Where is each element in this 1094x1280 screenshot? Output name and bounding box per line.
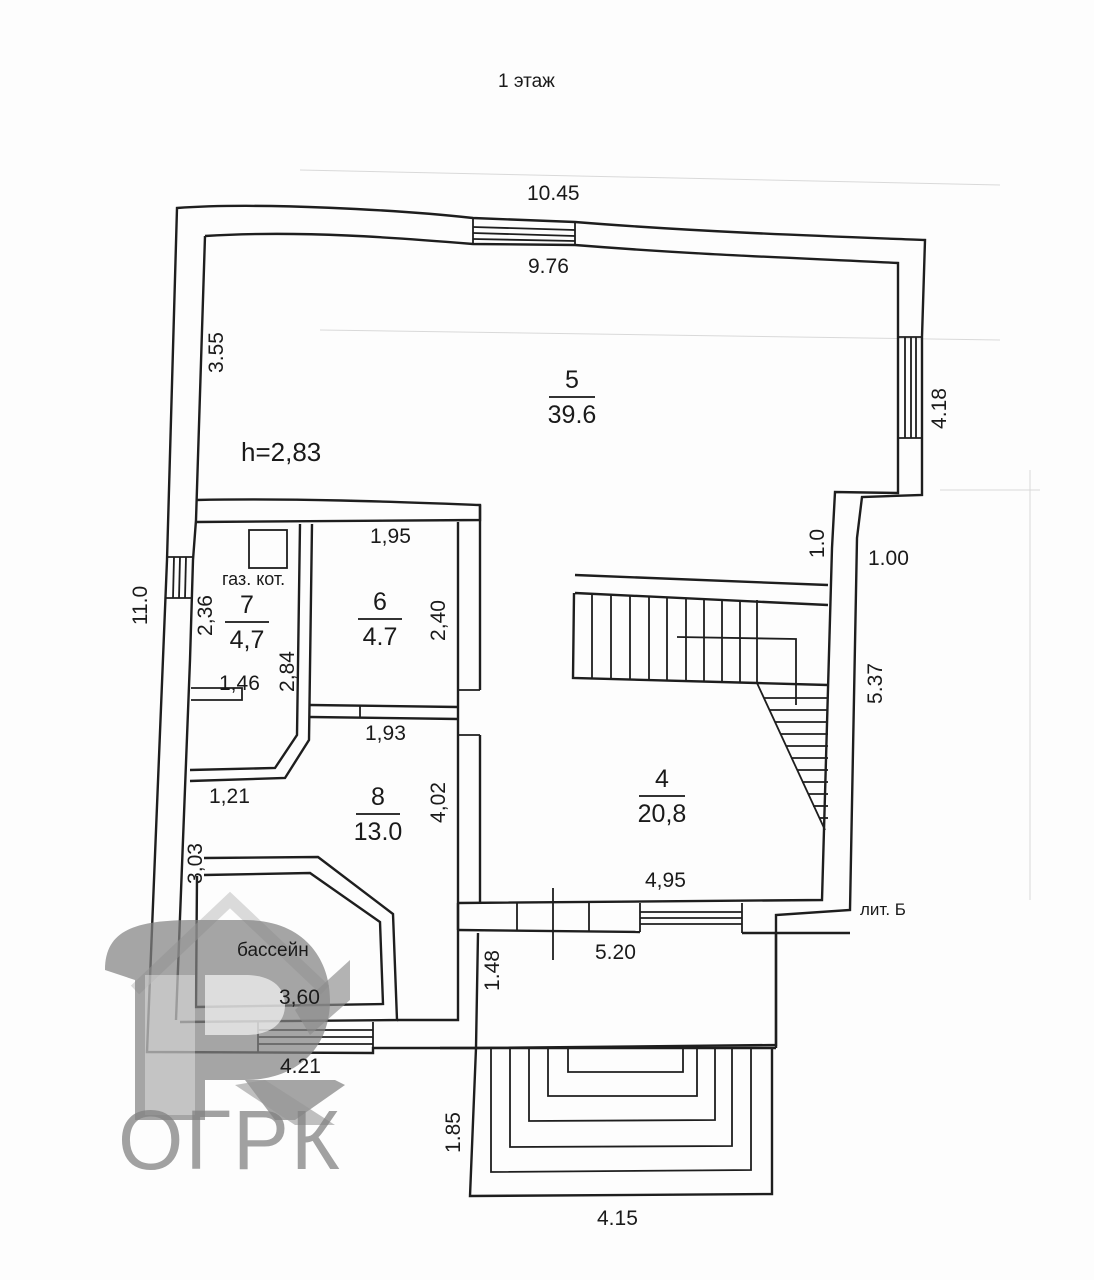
room-number: 8	[371, 783, 385, 811]
gas-boiler-label: газ. кот.	[222, 569, 286, 589]
dim-right-step-h: 1.00	[868, 547, 909, 570]
room-number: 6	[373, 588, 387, 616]
dim-room8-right: 4,02	[426, 782, 450, 823]
dim-pool-bottom: 3,60	[279, 986, 320, 1009]
dim-steps-left: 1.85	[441, 1112, 465, 1153]
partition-room7-room6	[189, 523, 314, 783]
room-area: 4.7	[362, 622, 398, 651]
dim-room6-bottom: 1,93	[365, 722, 406, 745]
dim-room6-top: 1,95	[370, 525, 411, 548]
dim-room6-right: 2,40	[426, 600, 450, 641]
fraction-bar	[356, 813, 400, 815]
dim-right-upper: 4.18	[927, 388, 951, 429]
entrance-steps	[468, 1047, 774, 1198]
right-window	[898, 336, 922, 439]
dim-top-inner: 9.76	[528, 255, 569, 278]
gas-boiler-icon	[248, 529, 288, 569]
room-number: 7	[240, 591, 254, 619]
room8-bottom-wall	[397, 903, 460, 1022]
room7-ledge	[191, 687, 243, 701]
left-inner-wall	[174, 235, 207, 1021]
background-bleed-lines	[299, 169, 1040, 900]
dim-left-total: 11.0	[129, 585, 153, 626]
room-8-label: 8 13.0	[350, 783, 406, 846]
dim-room7-right: 2,84	[275, 651, 299, 692]
dim-bottom-left: 4.21	[280, 1055, 321, 1078]
dim-pool-left: 3,03	[183, 843, 207, 884]
room-area: 20,8	[637, 799, 687, 828]
porch	[440, 932, 778, 1050]
watermark-text: ОГРК	[118, 1093, 342, 1187]
stair-direction-arrow	[676, 636, 797, 705]
inner-wall-outline	[204, 232, 900, 905]
pool-label: бассейн	[237, 940, 309, 961]
building-letter-label: лит. Б	[860, 900, 906, 919]
dim-room7-left: 2,36	[193, 595, 217, 636]
bottom-left-steps	[257, 1022, 374, 1052]
room-area: 39.6	[547, 400, 597, 429]
dim-steps-bottom: 4.15	[597, 1207, 638, 1230]
dim-right-lower: 5.37	[863, 663, 887, 704]
room-area: 4,7	[229, 625, 265, 654]
ceiling-height-label: h=2,83	[241, 437, 322, 467]
top-window	[472, 218, 576, 246]
fraction-bar	[225, 621, 269, 623]
room-7-label: 7 4,7	[222, 591, 272, 654]
staircase	[571, 573, 829, 831]
room-number: 4	[655, 765, 669, 793]
room-number: 5	[565, 366, 579, 394]
entrance-wall	[456, 888, 850, 960]
fraction-bar	[639, 795, 685, 797]
fraction-bar	[549, 396, 595, 398]
room-6-label: 6 4.7	[355, 588, 405, 651]
room-area: 13.0	[353, 817, 403, 846]
dim-room7-bottom: 1,21	[209, 785, 250, 808]
fraction-bar	[358, 618, 402, 620]
dim-top-outer: 10.45	[527, 182, 580, 205]
partition-room6-room8	[309, 703, 459, 721]
room-4-label: 4 20,8	[630, 765, 694, 828]
dim-room7-ledge: 1,46	[219, 672, 260, 695]
dim-porch-top: 5.20	[595, 941, 636, 964]
room-5-label: 5 39.6	[540, 366, 604, 429]
outer-wall-outline	[145, 204, 927, 1055]
dim-right-step-v: 1.0	[806, 528, 830, 559]
left-window	[166, 556, 193, 599]
dim-left-upper: 3.55	[204, 332, 228, 373]
dim-porch-left: 1.48	[480, 950, 504, 991]
floor-title: 1 этаж	[498, 71, 555, 92]
partition-room5-bottom	[195, 498, 482, 524]
dim-room4-bottom: 4,95	[645, 869, 686, 892]
